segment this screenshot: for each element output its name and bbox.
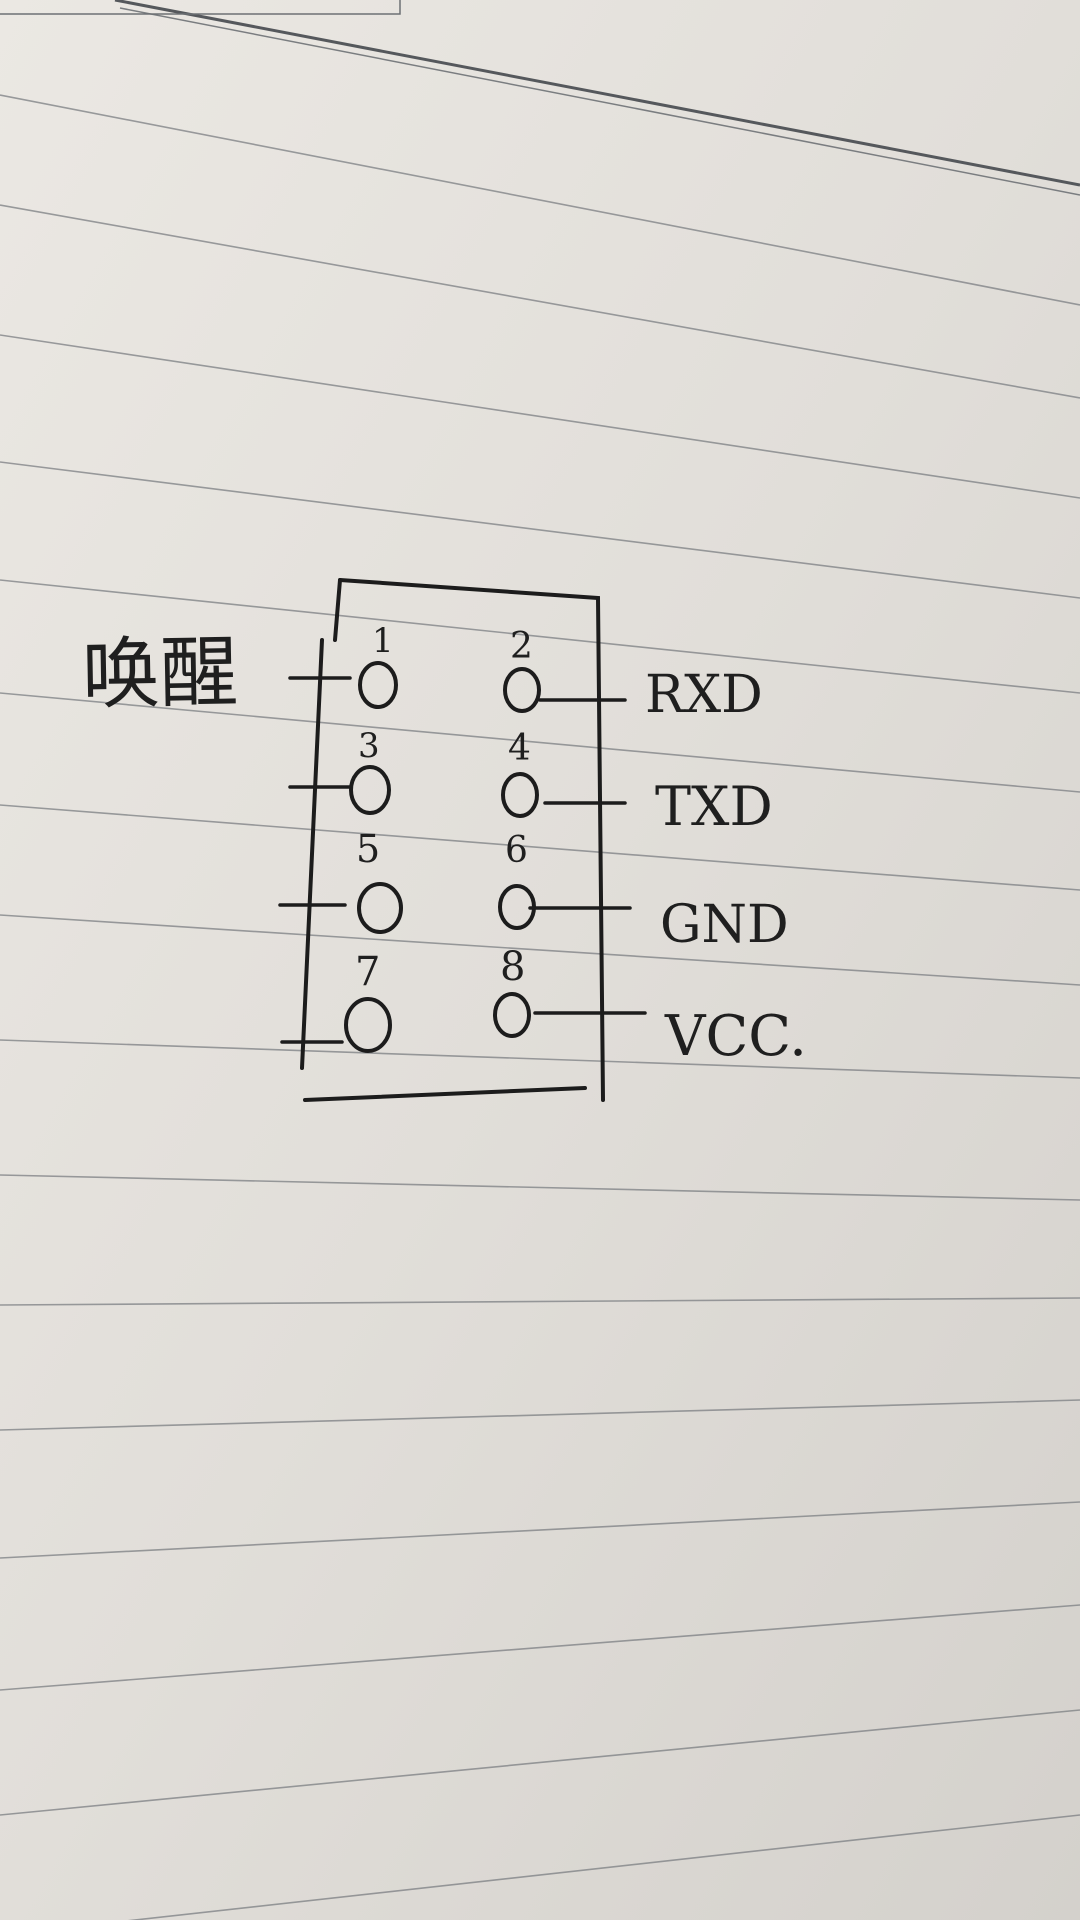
- pin-2-number: 2: [510, 626, 533, 667]
- right-pin-leads: [528, 698, 647, 1015]
- left-pin-leads: [278, 676, 352, 1044]
- pin-circles: [344, 661, 541, 1053]
- page-edge-line-2: [119, 7, 1080, 196]
- page-edge-line: [114, 0, 1080, 187]
- pin-4-number: 4: [508, 728, 531, 769]
- pin-8-number: 8: [500, 944, 525, 990]
- pin-7-number: 7: [355, 949, 380, 995]
- signal-txd-label: TXD: [655, 775, 773, 838]
- signal-vcc-label: VCC.: [664, 1004, 807, 1069]
- pin-3-number: 3: [358, 726, 380, 766]
- connector-outline: [300, 578, 605, 1102]
- pin-6-circle: [498, 884, 536, 930]
- pin-8-circle: [493, 992, 531, 1038]
- pin-5-circle: [357, 882, 403, 934]
- pin-2-circle: [503, 667, 541, 713]
- pin-7-circle: [344, 997, 392, 1053]
- wake-label: 唤醒: [81, 628, 239, 721]
- pin-3-circle: [349, 765, 391, 815]
- signal-rxd-label: RXD: [645, 665, 763, 725]
- pin-6-number: 6: [505, 830, 528, 871]
- signal-gnd-label: GND: [660, 895, 789, 955]
- pin-1-number: 1: [372, 621, 394, 661]
- pin-5-number: 5: [356, 827, 380, 871]
- ruled-lines: [0, 94, 1080, 1920]
- paper-corner-mark: [0, 0, 401, 15]
- pin-4-circle: [501, 772, 539, 818]
- pin-1-circle: [358, 661, 398, 709]
